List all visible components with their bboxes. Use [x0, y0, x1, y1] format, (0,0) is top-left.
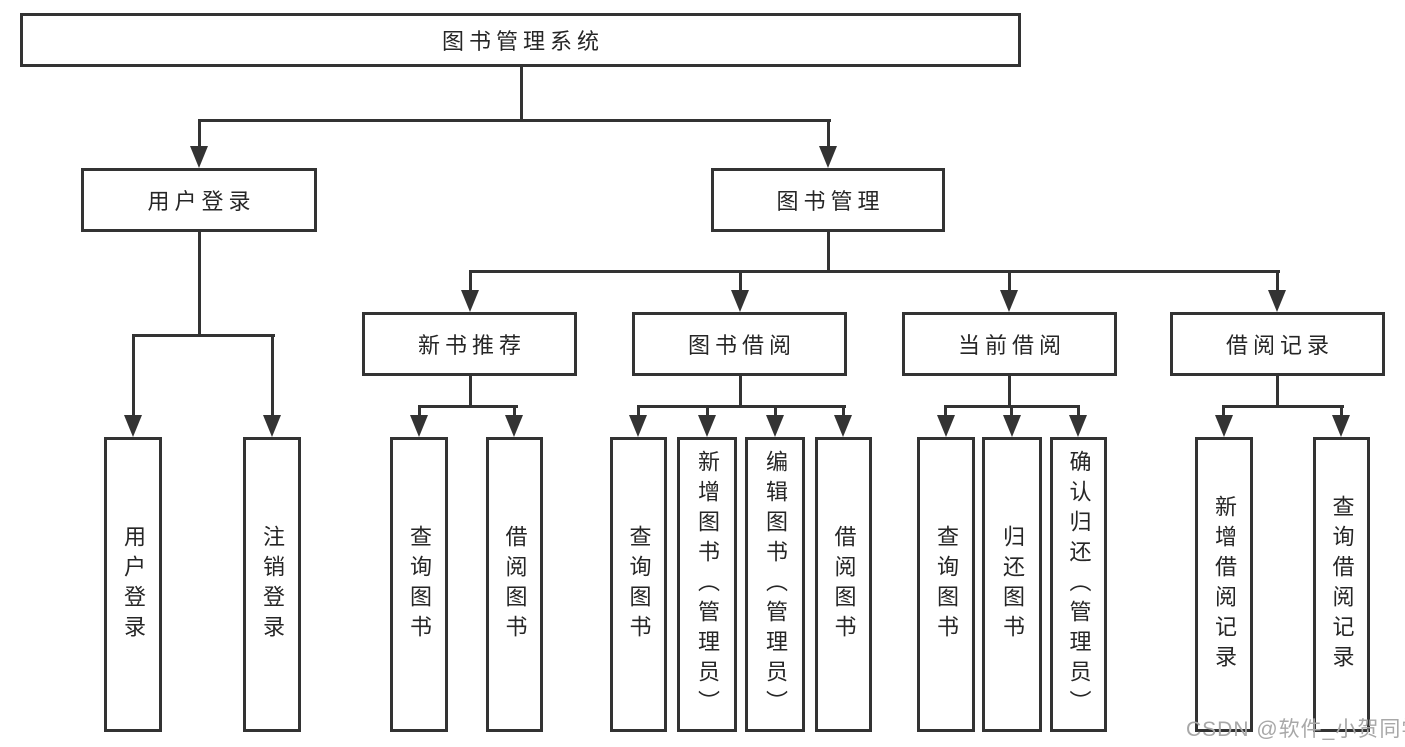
connector-book-borrow-stem [739, 374, 742, 408]
arrowhead [124, 415, 142, 437]
leaf-borrow-book-recommend: 借阅图书 [486, 437, 543, 732]
arrowhead [1003, 415, 1021, 437]
arrowhead [629, 415, 647, 437]
leaf-add-borrow-record-label: 新增借阅记录 [1212, 494, 1237, 675]
arrowhead [1268, 290, 1286, 312]
leaf-query-book-current-label: 查询图书 [934, 524, 959, 645]
connector-drop-current-borrow [1008, 270, 1011, 292]
connector-stub [513, 405, 516, 419]
connector-root-stem [520, 66, 523, 121]
leaf-query-book-borrow: 查询图书 [610, 437, 667, 732]
node-borrow-records: 借阅记录 [1170, 312, 1385, 376]
node-root-label: 图书管理系统 [441, 29, 604, 54]
leaf-return-book-label: 归还图书 [1000, 524, 1025, 645]
arrowhead [410, 415, 428, 437]
leaf-add-borrow-record: 新增借阅记录 [1195, 437, 1253, 732]
leaf-query-book-recommend: 查询图书 [390, 437, 448, 732]
leaf-edit-book-admin-label: 编辑图书（管理员） [763, 449, 788, 720]
connector-drop-user-login [198, 119, 201, 148]
connector-bus-rec-group [418, 405, 518, 408]
arrowhead [263, 415, 281, 437]
connector-drop-leaf-logout [271, 334, 274, 418]
arrowhead [1332, 415, 1350, 437]
connector-bus-records-group [1222, 405, 1344, 408]
connector-stub [1222, 405, 1225, 419]
connector-new-book-rec-stem [469, 374, 472, 408]
arrowhead [819, 146, 837, 168]
connector-stub [706, 405, 709, 419]
leaf-borrow-book-recommend-label: 借阅图书 [502, 524, 528, 645]
connector-stub [637, 405, 640, 419]
leaf-logout-login-label: 注销登录 [260, 524, 285, 645]
leaf-add-book-admin-label: 新增图书（管理员） [695, 449, 720, 720]
node-book-management: 图书管理 [711, 168, 945, 232]
leaf-user-login-label: 用户登录 [121, 524, 146, 645]
node-root: 图书管理系统 [20, 13, 1021, 67]
node-new-book-recommend-label: 新书推荐 [417, 333, 526, 358]
arrowhead [505, 415, 523, 437]
leaf-logout-login: 注销登录 [243, 437, 301, 732]
connector-book-mgmt-stem [827, 230, 830, 273]
connector-bus-level2 [469, 270, 1280, 273]
arrowhead [190, 146, 208, 168]
watermark-text: CSDN @软件_小贺同学 [1186, 718, 1405, 741]
node-borrow-records-label: 借阅记录 [1225, 333, 1334, 358]
connector-stub [842, 405, 845, 419]
leaf-add-book-admin: 新增图书（管理员） [677, 437, 737, 732]
leaf-confirm-return-admin: 确认归还（管理员） [1050, 437, 1107, 732]
connector-bus-level1 [198, 119, 831, 122]
connector-drop-borrow-records [1276, 270, 1279, 292]
connector-drop-book-mgmt [827, 119, 830, 148]
arrowhead [731, 290, 749, 312]
connector-stub [774, 405, 777, 419]
arrowhead [937, 415, 955, 437]
connector-stub [418, 405, 421, 419]
arrowhead [461, 290, 479, 312]
node-user-login: 用户登录 [81, 168, 317, 232]
leaf-query-book-recommend-label: 查询图书 [407, 524, 432, 645]
leaf-edit-book-admin: 编辑图书（管理员） [745, 437, 805, 732]
node-book-borrow-label: 图书借阅 [687, 333, 796, 358]
node-current-borrow-label: 当前借阅 [957, 333, 1066, 358]
watermark: CSDN @软件_小贺同学 [1186, 713, 1405, 743]
connector-stub [1340, 405, 1343, 419]
connector-drop-book-borrow [739, 270, 742, 292]
connector-bus-borrow-group [637, 405, 846, 408]
leaf-user-login: 用户登录 [104, 437, 162, 732]
leaf-query-borrow-record-label: 查询借阅记录 [1329, 494, 1355, 675]
node-book-management-label: 图书管理 [776, 189, 885, 214]
arrowhead [766, 415, 784, 437]
connector-current-borrow-stem [1008, 374, 1011, 408]
arrowhead [1215, 415, 1233, 437]
arrowhead [834, 415, 852, 437]
node-user-login-label: 用户登录 [147, 189, 256, 214]
leaf-return-book: 归还图书 [982, 437, 1042, 732]
connector-borrow-records-stem [1276, 374, 1279, 408]
node-current-borrow: 当前借阅 [902, 312, 1117, 376]
connector-drop-new-book-rec [469, 270, 472, 292]
leaf-query-borrow-record: 查询借阅记录 [1313, 437, 1370, 732]
connector-user-login-stem [198, 230, 201, 336]
arrowhead [1069, 415, 1087, 437]
leaf-borrow-book: 借阅图书 [815, 437, 872, 732]
leaf-query-book-borrow-label: 查询图书 [626, 524, 652, 645]
connector-stub [944, 405, 947, 419]
leaf-borrow-book-label: 借阅图书 [831, 524, 857, 645]
leaf-query-book-current: 查询图书 [917, 437, 975, 732]
connector-drop-leaf-user-login [132, 334, 135, 418]
leaf-confirm-return-admin-label: 确认归还（管理员） [1066, 449, 1092, 720]
arrowhead [698, 415, 716, 437]
node-new-book-recommend: 新书推荐 [362, 312, 577, 376]
connector-stub [1077, 405, 1080, 419]
connector-stub [1010, 405, 1013, 419]
arrowhead [1000, 290, 1018, 312]
node-book-borrow: 图书借阅 [632, 312, 847, 376]
connector-bus-login-group [132, 334, 275, 337]
